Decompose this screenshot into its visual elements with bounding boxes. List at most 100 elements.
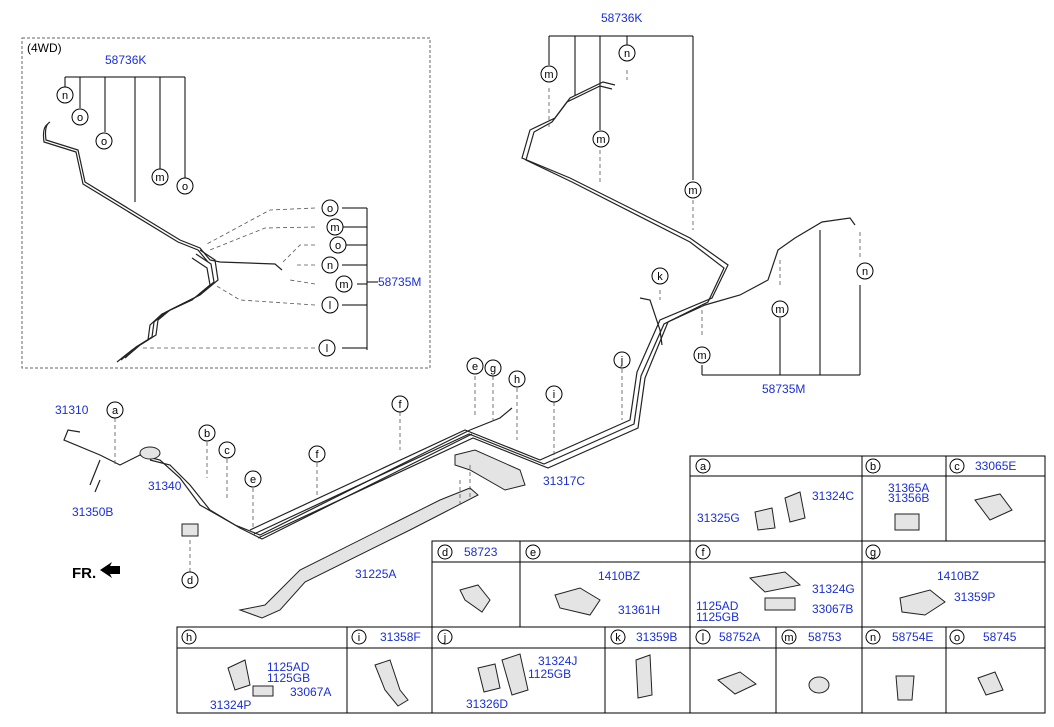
part-31359P: 31359P [954,590,995,604]
front-arrow-icon [100,562,120,578]
callout-b-text: b [204,428,210,440]
cell-c-part: 33065E [975,459,1016,473]
callout-b [198,424,216,442]
callout-m [540,65,558,83]
label-31350B: 31350B [72,505,113,519]
cell-key-h [181,629,197,645]
cell-key-a [695,458,711,474]
callout-n [856,262,874,280]
clamp-j [477,663,501,693]
part-1125GB-j: 1125GB [528,667,571,681]
callout-c-text: c [224,445,230,457]
part-31324G: 31324G [812,582,855,596]
part-33067A: 33067A [290,685,331,699]
cell-key-k [610,629,626,645]
cell-d-part: 58723 [464,545,498,559]
callout-n-text: n [624,48,630,60]
parts-table: a b c 33065E 31324C 31325G 31365A 31356B… [176,455,1046,714]
callout-o [71,108,89,126]
main-assembly: 31310 31340 31350B 31317C 31225A FR. a b… [55,351,631,619]
callout-n [56,86,74,104]
callout-m [684,181,702,199]
callout-o-text: o [182,181,188,193]
cell-m-part: 58753 [808,630,842,644]
part-31325G: 31325G [697,511,740,525]
filter-canister [139,446,161,460]
grommet-m [808,676,830,694]
clip-a2 [784,491,806,523]
upper-top-part: 58736K [601,11,642,25]
callout-o [321,199,339,217]
grommet-o [977,671,1004,696]
callout-n-text: n [862,266,868,278]
cell-key-h-text: h [186,632,192,644]
inset-right-part: 58735M [378,275,421,289]
inset-frame [21,37,431,369]
cell-key-n [865,629,881,645]
callout-n-text: n [327,260,333,272]
callout-m-text: m [155,172,164,184]
bracket-j [501,653,529,696]
callout-o-text: o [327,203,333,215]
clip-g [899,589,946,616]
cell-key-c [949,458,965,474]
side-rail-31225A [238,487,479,619]
part-33067B: 33067B [812,602,853,616]
cell-key-n-text: n [870,632,876,644]
callout-m [771,300,789,318]
cell-key-a-text: a [700,461,707,473]
upper-bottom-leaders [701,230,861,376]
main-pipe-g-branch [469,407,513,431]
label-31317C: 31317C [543,474,585,488]
grommet-n [895,675,915,701]
part-31365A: 31365A [888,481,929,495]
cell-key-e-text: e [530,547,536,559]
callout-i [545,385,563,403]
cell-key-l [695,629,711,645]
callout-c [218,441,236,459]
inset-callouts-right: o m o n m l l [318,199,353,357]
bracket-f [748,571,802,593]
callout-o-text: o [335,240,341,252]
main-pipe-2 [149,433,473,540]
cell-key-d-text: d [442,547,448,559]
part-31324C: 31324C [812,489,854,503]
callout-e [466,357,484,375]
inset-pipe-4 [120,253,215,361]
callout-k [651,267,669,285]
callout-f [391,395,409,413]
grommet-c [974,493,1013,521]
cell-key-f [695,544,711,560]
upper-pipe-branch [639,297,663,346]
upper-right-assembly: 58736K m n m m k m m n 58735M [249,11,874,539]
callout-g [484,359,502,377]
callout-d [181,571,199,589]
callout-l-text: l [326,343,328,355]
callout-m [592,130,610,148]
cell-o-part: 58745 [983,630,1017,644]
inset-pipe-5 [116,257,211,363]
main-hose [89,459,101,493]
part-1125GB-h: 1125GB [267,671,310,685]
cell-key-m-text: m [784,632,793,644]
callout-f-text: f [398,399,402,411]
cell-l-part: 58752A [719,630,760,644]
part-1410BZ: 1410BZ [598,569,640,583]
callout-g-text: g [490,363,496,375]
clamp-h [252,685,274,697]
clip-a1 [754,507,776,531]
callout-m-text: m [688,185,697,197]
callout-n [618,44,636,62]
callout-m-text: m [339,279,348,291]
upper-bottom-part: 58735M [762,382,805,396]
inset-label: (4WD) [27,41,62,55]
clip-e [554,587,601,616]
cell-key-j [437,629,453,645]
callout-k-text: k [657,271,663,283]
inset-pipe-2 [42,123,209,263]
cell-i-part: 31358F [380,630,421,644]
clamp-f [764,597,796,611]
callout-e-text: e [250,474,256,486]
callout-o [95,132,113,150]
